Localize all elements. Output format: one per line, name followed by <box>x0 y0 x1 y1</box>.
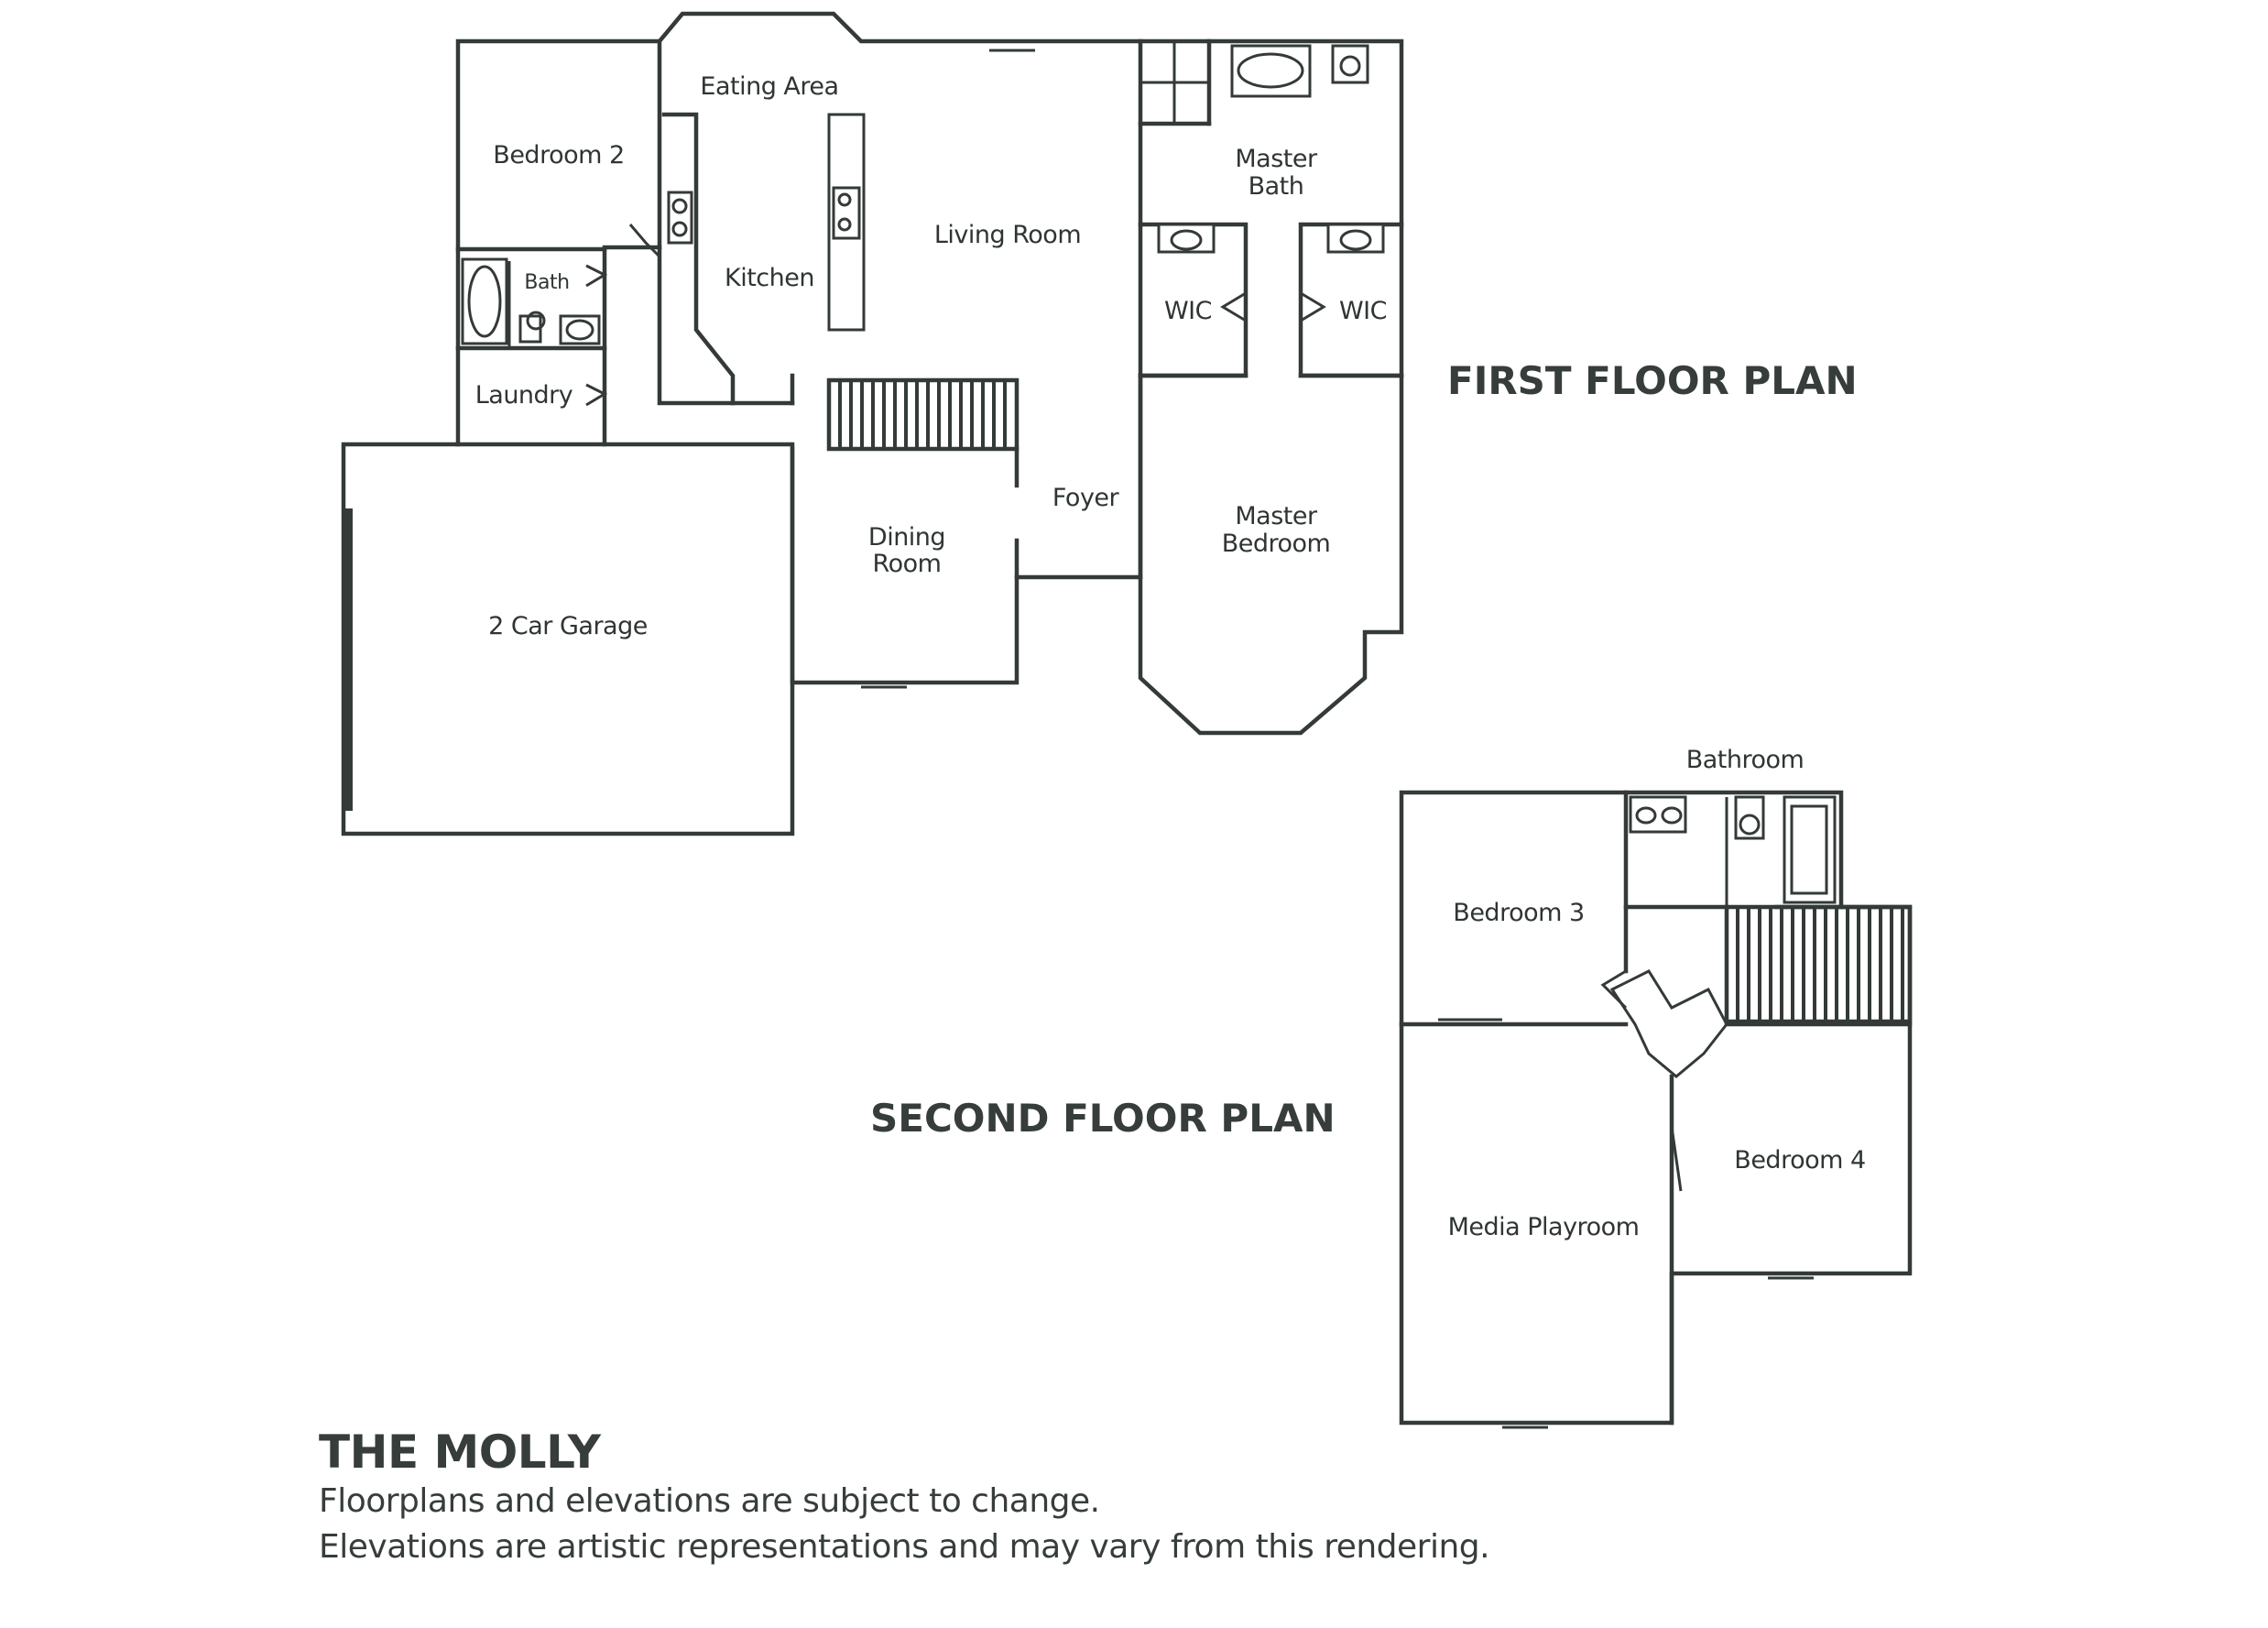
label-bedroom-3: Bedroom 3 <box>1453 899 1584 927</box>
label-master-bath-line1: Master <box>1235 145 1318 173</box>
label-master-bedroom-line1: Master <box>1235 502 1318 530</box>
label-eating-area: Eating Area <box>700 72 838 101</box>
kitchen-counter <box>661 112 736 406</box>
dining-room-walls <box>790 446 1020 685</box>
label-bathroom: Bathroom <box>1686 746 1805 774</box>
disclaimer-line-2: Elevations are artistic representations … <box>319 1528 1490 1566</box>
label-garage: 2 Car Garage <box>488 612 648 640</box>
label-dining-line2: Room <box>873 550 942 578</box>
label-living-room: Living Room <box>934 221 1081 249</box>
second-floor-plan <box>1399 790 1913 1429</box>
upper-stair-treads <box>1736 907 1904 1022</box>
label-media-playroom: Media Playroom <box>1448 1213 1640 1241</box>
plan-name-title: THE MOLLY <box>319 1426 601 1479</box>
label-wic-right: WIC <box>1339 297 1387 325</box>
double-sink-icon <box>1629 795 1687 834</box>
first-floor-plan <box>341 11 1404 836</box>
label-wic-left: WIC <box>1164 297 1212 325</box>
label-bedroom-2: Bedroom 2 <box>493 141 624 169</box>
label-bath: Bath <box>524 271 569 294</box>
second-floor-title: SECOND FLOOR PLAN <box>870 1096 1336 1141</box>
first-floor-title: FIRST FLOOR PLAN <box>1447 358 1858 403</box>
second-floor-outline <box>1399 790 1913 1426</box>
label-dining-line1: Dining <box>868 523 945 552</box>
second-floor-labels: Bathroom Bedroom 3 Bedroom 4 Media Playr… <box>1448 746 1867 1241</box>
toilet-icon <box>1734 795 1765 840</box>
stair-treads <box>838 380 1007 449</box>
hall-doors <box>1609 969 1728 1078</box>
label-bedroom-4: Bedroom 4 <box>1734 1146 1865 1175</box>
master-suite-walls <box>1138 38 1404 736</box>
upper-staircase <box>1724 904 1913 1024</box>
disclaimer-line-1: Floorplans and elevations are subject to… <box>319 1482 1100 1520</box>
label-laundry: Laundry <box>475 381 573 410</box>
sink-icon <box>1157 223 1216 254</box>
main-living-walls <box>656 11 1143 580</box>
staircase <box>826 377 1020 452</box>
label-foyer: Foyer <box>1052 484 1120 512</box>
first-floor-labels: Eating Area Bedroom 2 Living Room Kitche… <box>475 72 1388 640</box>
bedroom2-walls <box>455 38 662 447</box>
label-kitchen: Kitchen <box>725 264 814 292</box>
label-master-bath-line2: Bath <box>1248 172 1304 201</box>
label-master-bedroom-line2: Bedroom <box>1222 530 1331 558</box>
